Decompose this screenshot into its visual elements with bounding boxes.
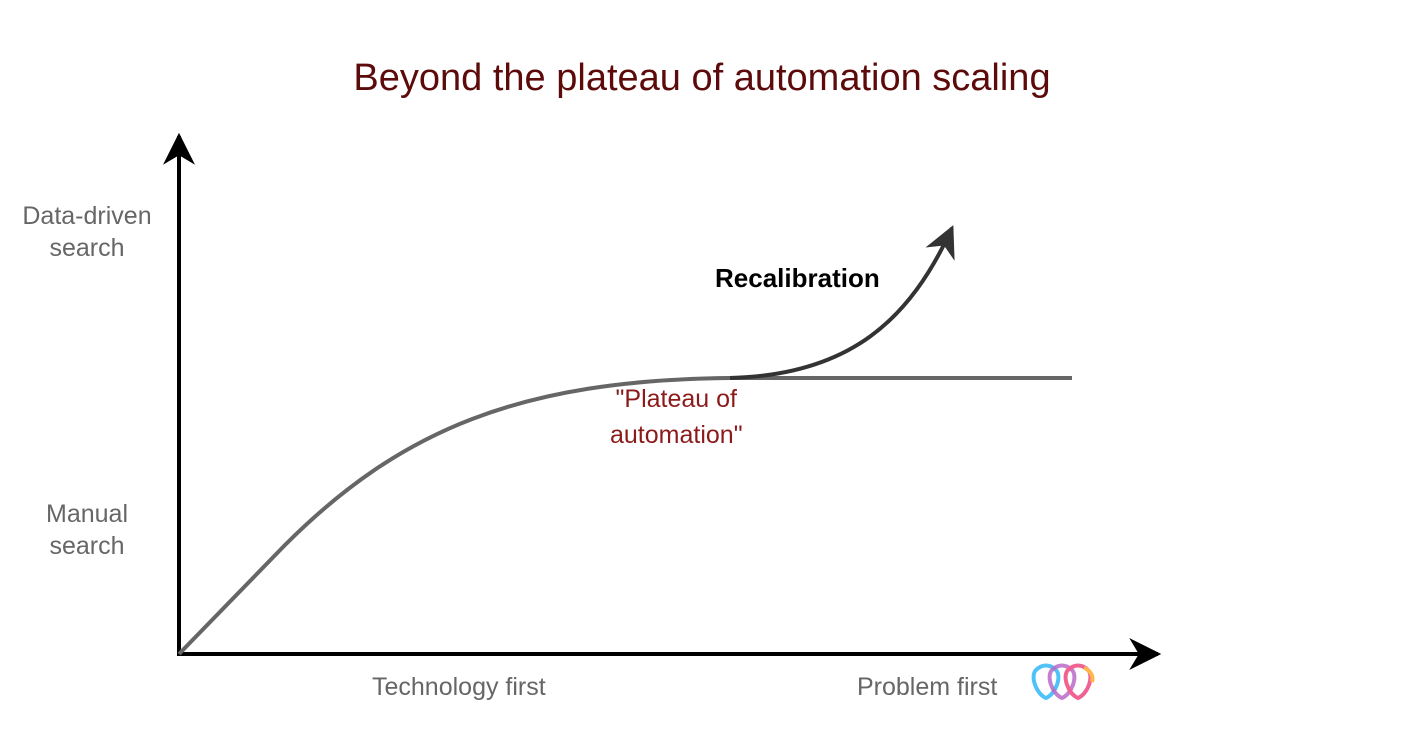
recalibration-label: Recalibration [715,263,880,293]
x-axis-right-label: Problem first [857,673,998,701]
growth-curve [177,376,1072,656]
y-axis-bottom-label: Manual search [12,498,162,562]
y-axis-bottom-label-line-1: Manual [46,500,128,528]
y-axis-top-label: Data-driven search [12,200,162,264]
three-loop-logo-icon [1031,663,1095,701]
plateau-label: "Plateau of automation" [610,381,743,453]
y-axis-top-label-line-2: search [49,234,125,262]
plateau-label-line-1: "Plateau of [615,385,738,413]
y-axis-top-label-line-1: Data-driven [22,202,152,230]
y-axis-bottom-label-line-2: search [49,532,125,560]
x-axis-left-label: Technology first [372,673,546,701]
diagram-title: Beyond the plateau of automation scaling [353,57,1051,99]
recalibration-arrow [729,225,955,380]
plateau-label-line-2: automation" [610,421,743,449]
